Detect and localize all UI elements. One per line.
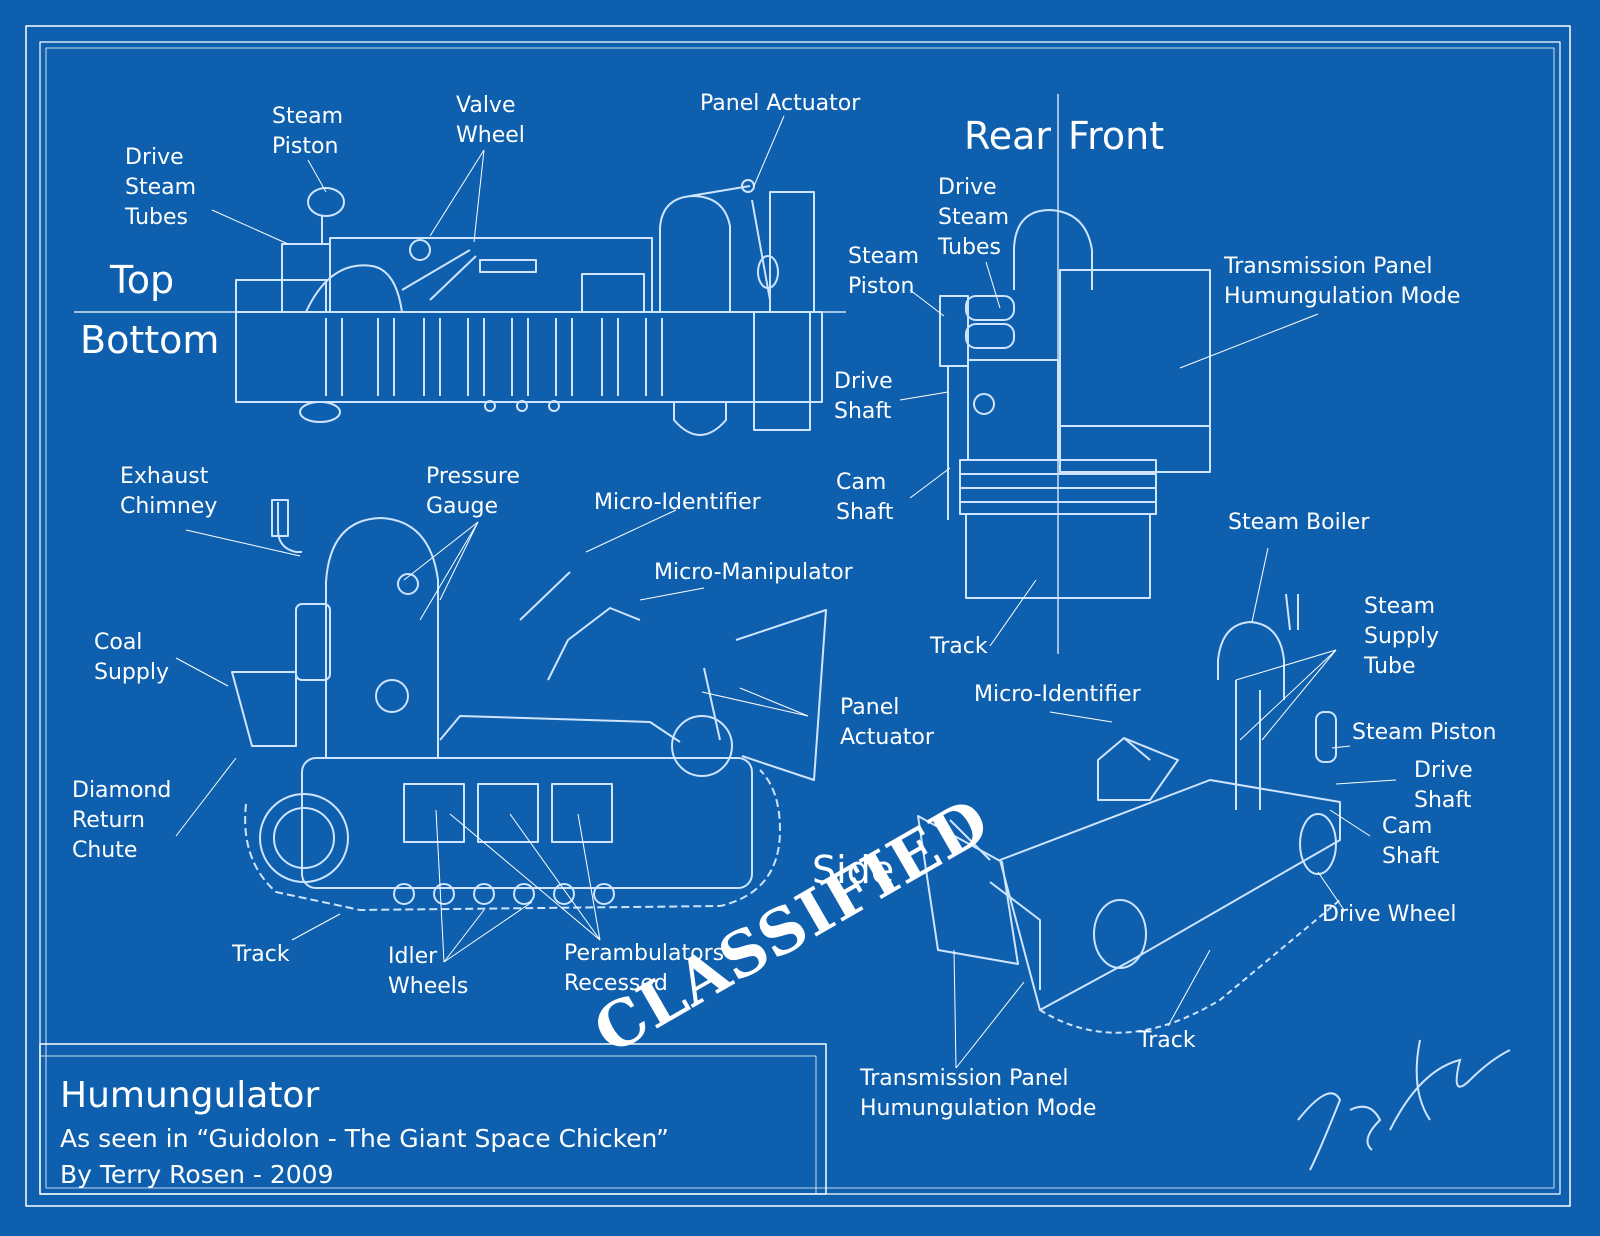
label-track-rear: Track	[930, 634, 988, 659]
label-pressure-gauge: Pressure Gauge	[426, 464, 520, 519]
label-drive-steam-tubes-rear: Drive Steam Tubes	[938, 175, 1010, 260]
label-drive-shaft-iso: Drive Shaft	[1414, 758, 1473, 813]
label-steam-boiler: Steam Boiler	[1228, 510, 1370, 535]
label-panel-actuator-top: Panel Actuator	[700, 91, 861, 116]
label-micro-identifier-side: Micro-Identifier	[594, 490, 761, 515]
view-label-rear: Rear	[964, 114, 1051, 158]
inner-border-2	[45, 47, 1555, 1189]
label-cam-shaft-iso: Cam Shaft	[1382, 814, 1440, 869]
label-drive-steam-tubes-top: Drive Steam Tubes	[125, 145, 197, 230]
label-valve-wheel: Valve Wheel	[456, 93, 525, 148]
label-perambulators: Perambulators Recessed	[564, 941, 725, 996]
label-diamond-return-chute: Diamond Return Chute	[72, 778, 172, 863]
label-steam-piston-top: Steam Piston	[272, 104, 344, 159]
outer-border	[25, 25, 1571, 1207]
top-bottom-view	[74, 179, 846, 436]
side-view	[231, 499, 827, 911]
drawing-byline: By Terry Rosen - 2009	[60, 1160, 334, 1189]
view-label-front: Front	[1068, 114, 1165, 158]
label-cam-shaft-rear: Cam Shaft	[836, 470, 894, 525]
drawing-subtitle: As seen in “Guidolon - The Giant Space C…	[60, 1124, 669, 1153]
label-panel-actuator-side: Panel Actuator	[840, 695, 934, 750]
view-label-top: Top	[110, 258, 175, 302]
label-transmission-panel-rear: Transmission Panel Humungulation Mode	[1224, 254, 1461, 309]
drawing-title: Humungulator	[60, 1075, 320, 1116]
label-steam-supply-tube: Steam Supply Tube	[1364, 594, 1439, 679]
label-micro-manipulator: Micro-Manipulator	[654, 560, 853, 585]
title-block-frame-inner	[39, 1055, 817, 1195]
label-drive-wheel: Drive Wheel	[1322, 902, 1457, 927]
label-track-iso: Track	[1138, 1028, 1196, 1053]
label-track-side: Track	[232, 942, 290, 967]
label-micro-identifier-iso: Micro-Identifier	[974, 682, 1141, 707]
label-idler-wheels: Idler Wheels	[388, 944, 469, 999]
isometric-view	[917, 593, 1341, 1034]
view-label-side: Side	[812, 848, 895, 892]
leader-lines	[175, 115, 1397, 1069]
rear-front-view	[939, 94, 1211, 654]
label-coal-supply: Coal Supply	[94, 630, 169, 685]
view-label-bottom: Bottom	[80, 318, 220, 362]
signature	[1297, 1039, 1511, 1171]
label-transmission-panel-iso: Transmission Panel Humungulation Mode	[860, 1066, 1097, 1121]
label-exhaust-chimney: Exhaust Chimney	[120, 464, 218, 519]
label-steam-piston-iso: Steam Piston	[1352, 720, 1497, 745]
label-steam-piston-rear: Steam Piston	[848, 244, 920, 299]
label-drive-shaft-rear: Drive Shaft	[834, 369, 893, 424]
